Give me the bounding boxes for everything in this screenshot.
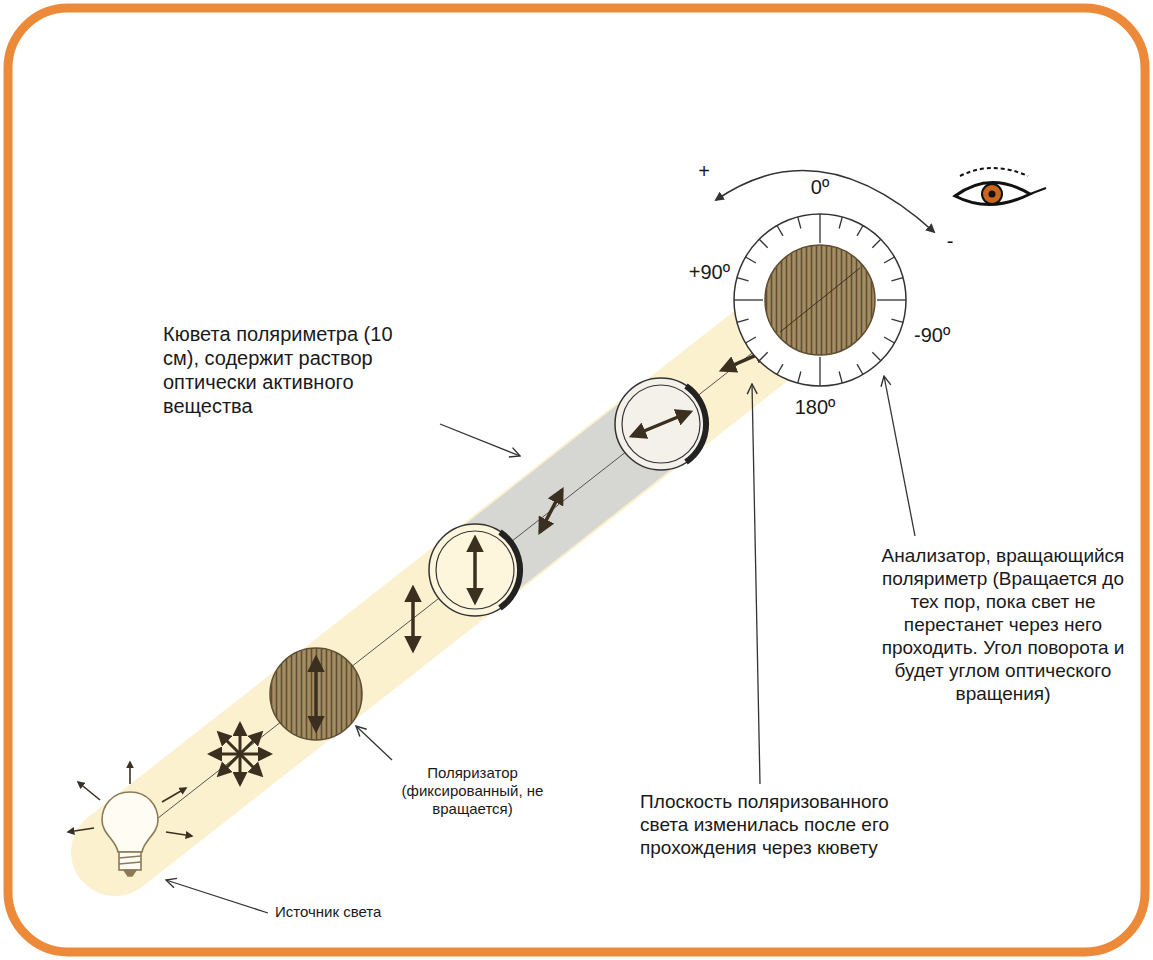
frame-border xyxy=(8,8,1145,952)
scale-tick xyxy=(877,299,906,300)
scale-mark: -90º xyxy=(914,324,994,346)
cuvette-label-wrap: Кювета поляриметра (10 см), содержит рас… xyxy=(163,322,431,418)
scale-tick xyxy=(759,239,767,247)
scale-tick xyxy=(857,364,863,374)
rotation-sign-wrap: - xyxy=(940,230,960,252)
plane-label: Плоскость поляризованного света изменила… xyxy=(640,790,940,859)
scale-tick xyxy=(884,257,894,263)
analyzer-label-wrap: Анализатор, вращающийся поляриметр (Вращ… xyxy=(872,544,1134,705)
beam-axis xyxy=(130,300,820,840)
light-rays xyxy=(68,762,192,836)
analyzer-scale xyxy=(734,214,906,386)
polarized-wave xyxy=(411,588,415,650)
scale-tick xyxy=(746,257,756,263)
scale-tick xyxy=(737,319,749,322)
scale-mark-wrap: -90º xyxy=(914,324,994,346)
light-bulb xyxy=(102,792,158,876)
scale-tick xyxy=(746,337,756,343)
scale-tick xyxy=(819,214,820,243)
cuvette-front-window xyxy=(429,524,521,616)
source-label-wrap: Источник света xyxy=(275,903,475,921)
analyzer-label: Анализатор, вращающийся поляриметр (Вращ… xyxy=(872,544,1134,705)
scale-tick xyxy=(891,319,903,322)
scale-tick xyxy=(777,364,783,374)
scale-tick xyxy=(819,357,820,386)
scale-tick xyxy=(884,337,894,343)
scale-tick xyxy=(872,352,880,360)
scale-mark: 180º xyxy=(780,396,850,418)
scale-mark: +90º xyxy=(650,261,730,283)
scale-tick xyxy=(737,278,749,281)
rotation-arrow xyxy=(716,171,934,232)
scale-mark-wrap: 180º xyxy=(780,396,850,418)
scale-tick xyxy=(891,278,903,281)
cuvette-back-window xyxy=(615,378,707,470)
scale-tick xyxy=(839,217,842,229)
scale-mark-wrap: +90º xyxy=(650,261,730,283)
rotating-wave xyxy=(540,490,562,532)
polarizer-label-wrap: Поляризатор (фиксированный, не вращается… xyxy=(390,764,555,818)
rotation-sign: + xyxy=(694,160,714,182)
scale-tick xyxy=(857,226,863,236)
scale-tick xyxy=(839,371,842,383)
eye-symbol xyxy=(955,168,1046,205)
unpolarized-light xyxy=(210,724,270,784)
ray-stroke xyxy=(219,733,261,775)
scale-tick xyxy=(734,299,763,300)
rotation-sign: - xyxy=(940,230,960,252)
plane-label-wrap: Плоскость поляризованного света изменила… xyxy=(640,790,940,859)
light-beam xyxy=(115,288,835,852)
source-label: Источник света xyxy=(275,903,475,921)
scale-mark: 0º xyxy=(790,176,850,198)
scale-tick xyxy=(798,217,801,229)
polarizer-disc xyxy=(270,648,362,740)
cuvette-label: Кювета поляриметра (10 см), содержит рас… xyxy=(163,322,431,418)
scale-tick xyxy=(777,226,783,236)
scale-tick xyxy=(759,352,767,360)
scale-tick xyxy=(872,239,880,247)
scale-mark-wrap: 0º xyxy=(790,176,850,198)
polarizer-label: Поляризатор (фиксированный, не вращается… xyxy=(390,764,555,818)
rotation-sign-wrap: + xyxy=(694,160,714,182)
scale-tick xyxy=(798,371,801,383)
